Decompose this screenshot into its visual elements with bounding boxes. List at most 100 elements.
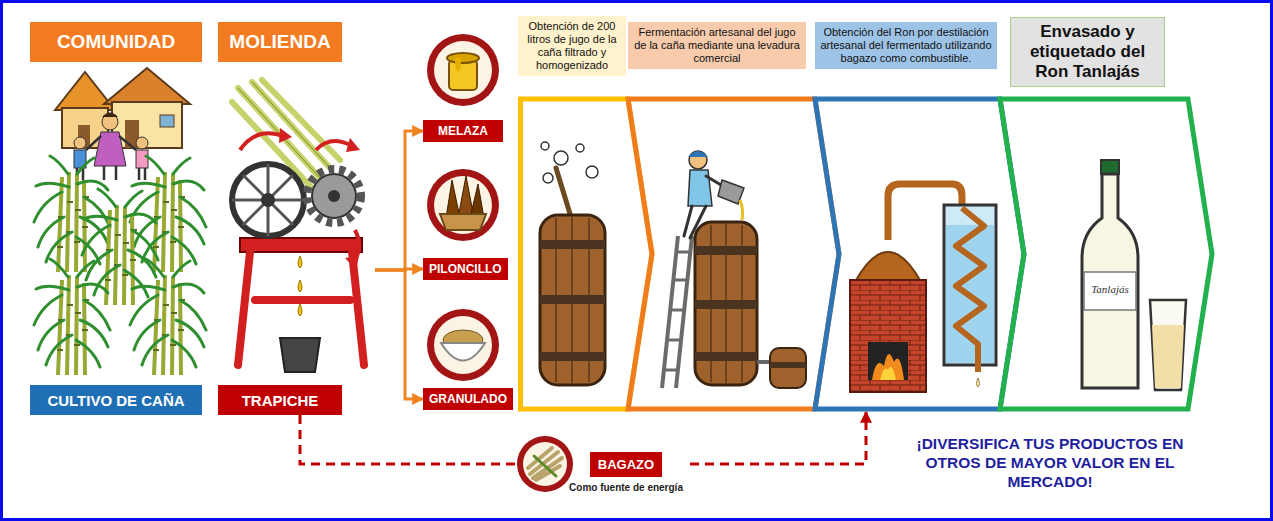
community-illustration-part (34, 259, 110, 375)
melaza-icon-part (447, 53, 479, 63)
community-illustration-part (136, 150, 148, 168)
connector (300, 415, 515, 464)
fermentation-illustration-part (695, 222, 757, 385)
bottle-illustration-part (1152, 325, 1184, 388)
bottle-illustration-part (1082, 174, 1138, 388)
fermentation-illustration-part (684, 176, 726, 238)
trapiche-illustration-part (279, 128, 292, 143)
still-illustration-part (868, 342, 908, 380)
bagazo-icon-part (517, 436, 573, 492)
node-label: COMUNIDAD (57, 31, 175, 53)
bagazo-icon-part (534, 456, 556, 476)
node-label: Obtención de 200 litros de jugo de la ca… (522, 20, 622, 72)
juice-barrel-illustration (540, 142, 605, 385)
piloncillo-icon-part (427, 169, 499, 241)
community-illustration-part (112, 102, 182, 148)
process-chevron: Envasado y etiquetado del Ron Tanlajás (1000, 14, 1215, 412)
juice-barrel-illustration-part (540, 215, 605, 385)
still-illustration-part (977, 378, 980, 387)
piloncillo-icon (427, 169, 499, 241)
connector (375, 270, 423, 399)
bottle-illustration-part (1101, 160, 1119, 174)
fermentation-illustration (662, 151, 806, 388)
fermentation-illustration-part (695, 352, 757, 361)
node-label: BAGAZO (598, 457, 654, 472)
still-illustration-part (855, 252, 921, 282)
chevron-shape (628, 99, 839, 409)
fermentation-illustration-part (662, 236, 692, 388)
bagazo-icon-part (523, 442, 567, 486)
process-chevron: Obtención del Ron por destilación artesa… (815, 14, 1027, 412)
juice-barrel-illustration-part (554, 151, 568, 165)
still-illustration-part (880, 367, 896, 380)
fermentation-illustration-part (740, 200, 743, 220)
trapiche-illustration-part (298, 256, 302, 316)
trapiche-illustration-part (346, 138, 360, 152)
bottle-label-text: Tanlajás (1084, 283, 1136, 296)
bagazo-icon-part (528, 448, 562, 480)
fermentation-illustration-part (664, 252, 690, 370)
still-illustration-part (872, 354, 904, 380)
trapiche-illustration-part (316, 141, 350, 150)
stage-caption: Obtención de 200 litros de jugo de la ca… (518, 16, 626, 76)
chevron-shape (815, 99, 1024, 409)
sub-caption-text: Como fuente de energía (569, 482, 683, 493)
trapiche-illustration-part (232, 164, 304, 236)
bottle-illustration-part (1150, 300, 1186, 390)
section-tag: CULTIVO DE CAÑA (30, 385, 202, 415)
community-illustration-part (102, 113, 118, 118)
sub-caption: Como fuente de energía (569, 482, 683, 493)
fermentation-illustration-part (770, 362, 806, 368)
product-block: MELAZA (423, 30, 503, 142)
community-illustration-part (130, 259, 206, 375)
fermentation-illustration-part (695, 246, 757, 255)
fermentation-illustration-part (770, 348, 806, 388)
node-label: CULTIVO DE CAÑA (47, 392, 184, 409)
trapiche-illustration-part (261, 193, 275, 207)
bottle-illustration-part (1084, 272, 1136, 310)
melaza-icon-part (434, 41, 492, 99)
trapiche-illustration-part (240, 133, 280, 150)
juice-barrel-illustration-part (576, 144, 584, 152)
slogan-text: ¡DIVERSIFICA TUS PRODUCTOS EN OTROS DE M… (900, 435, 1200, 492)
fermentation-illustration-part (689, 151, 707, 169)
still-illustration-part (850, 280, 926, 392)
connector (690, 412, 866, 464)
chevron-shape (521, 99, 653, 409)
section-tag: MOLIENDA (218, 22, 342, 62)
section-tag: COMUNIDAD (30, 22, 202, 62)
trapiche-illustration-part (238, 82, 330, 178)
juice-barrel-illustration-part (543, 173, 553, 183)
trapiche-illustration (232, 80, 364, 372)
stage-caption: Obtención del Ron por destilación artesa… (815, 22, 997, 69)
chevron-shape (1000, 99, 1212, 409)
juice-barrel-illustration-part (540, 295, 605, 304)
bagazo-icon (517, 436, 573, 492)
trapiche-illustration-part (328, 190, 340, 202)
granulado-icon (427, 309, 499, 381)
trapiche-illustration-part (232, 164, 304, 236)
community-illustration-part (136, 137, 148, 149)
fermentation-illustration-part (688, 170, 712, 206)
chevron-outline (628, 14, 842, 412)
community-illustration-part (74, 137, 86, 149)
juice-barrel-illustration-part (586, 166, 598, 178)
stage-caption: Envasado y etiquetado del Ron Tanlajás (1010, 17, 1165, 87)
bottle-illustration (1082, 160, 1186, 390)
melaza-icon-part (427, 34, 499, 106)
piloncillo-icon-part (470, 184, 484, 218)
node-label: Fermentación artesanal del jugo de la ca… (632, 26, 802, 65)
piloncillo-icon-part (434, 176, 492, 234)
stage-caption: Fermentación artesanal del jugo de la ca… (628, 22, 806, 69)
community-illustration-part (34, 156, 110, 272)
trapiche-illustration-part (345, 256, 359, 270)
node-label: MELAZA (438, 124, 488, 138)
community-illustration-part (104, 68, 190, 104)
still-illustration (850, 184, 996, 392)
piloncillo-icon-part (440, 214, 486, 230)
product-block: PILONCILLO (423, 165, 508, 280)
trapiche-illustration-part (240, 238, 362, 252)
node-label: TRAPICHE (242, 392, 319, 409)
trapiche-block: TRAPICHE (218, 72, 375, 415)
